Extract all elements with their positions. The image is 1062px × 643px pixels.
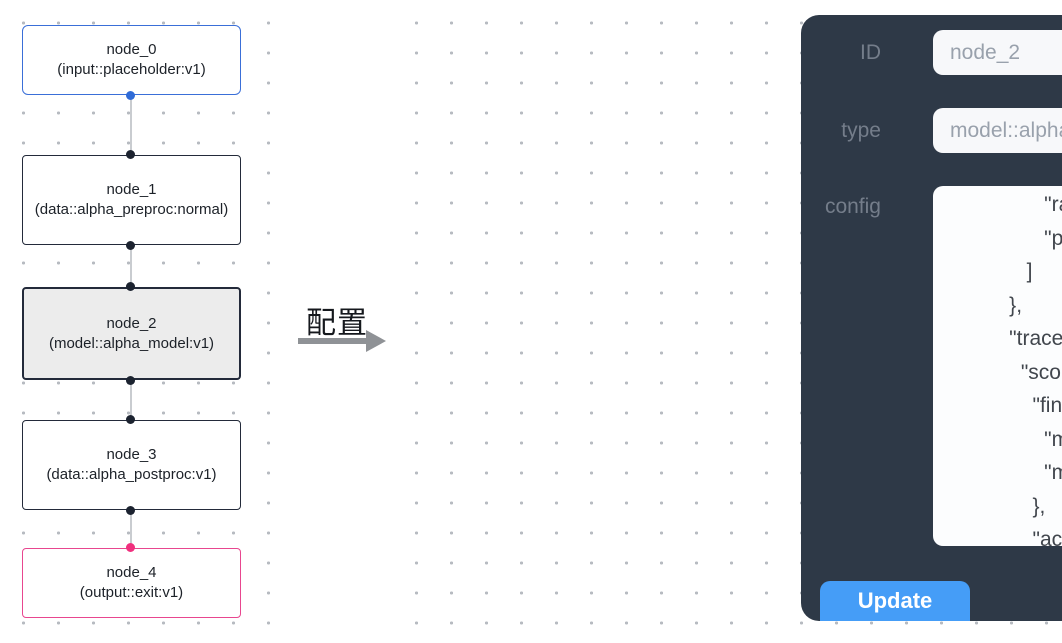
node-subtitle: (input::placeholder:v1) [57, 61, 206, 78]
connection-dot [126, 150, 135, 159]
graph-canvas: node_0 (input::placeholder:v1) node_1 (d… [0, 0, 270, 643]
arrow-icon [366, 330, 386, 352]
node-title: node_3 [106, 446, 157, 463]
id-input[interactable]: node_2 [933, 30, 1062, 75]
connection-dot [126, 282, 135, 291]
graph-node-0[interactable]: node_0 (input::placeholder:v1) [22, 25, 241, 95]
graph-node-3[interactable]: node_3 (data::alpha_postproc:v1) [22, 420, 241, 510]
type-input-value: model::alpha_model:v1 [950, 119, 1062, 142]
graph-node-4[interactable]: node_4 (output::exit:v1) [22, 548, 241, 618]
node-subtitle: (output::exit:v1) [79, 584, 184, 601]
id-field-label: ID [860, 41, 881, 64]
connection-dot [126, 543, 135, 552]
config-json-content: "raw_action", "pred" ] }, "trace": { "sc… [1009, 193, 1062, 546]
type-field-label: type [841, 119, 881, 142]
node-subtitle: (model::alpha_model:v1) [48, 334, 215, 352]
connection-dot [126, 415, 135, 424]
config-textarea[interactable]: "raw_action", "pred" ] }, "trace": { "sc… [933, 186, 1062, 546]
node-config-panel: ID node_2 type model::alpha_model:v1 con… [801, 15, 1062, 621]
transition-label: 配置 [306, 307, 368, 340]
arrow-icon [298, 338, 368, 344]
connection-dot [126, 241, 135, 250]
node-subtitle: (data::alpha_preproc:normal) [34, 201, 229, 218]
graph-node-2-selected[interactable]: node_2 (model::alpha_model:v1) [22, 287, 241, 380]
type-input[interactable]: model::alpha_model:v1 [933, 108, 1062, 153]
node-title: node_4 [106, 564, 157, 581]
connection-dot [126, 91, 135, 100]
panel-canvas: ID node_2 type model::alpha_model:v1 con… [393, 0, 1062, 643]
connection-dot [126, 376, 135, 385]
node-title: node_0 [106, 41, 157, 58]
node-title: node_1 [106, 181, 157, 198]
connection-dot [126, 506, 135, 515]
graph-node-1[interactable]: node_1 (data::alpha_preproc:normal) [22, 155, 241, 245]
node-title: node_2 [106, 314, 157, 332]
id-input-value: node_2 [950, 41, 1021, 64]
update-button[interactable]: Update [820, 581, 970, 621]
node-subtitle: (data::alpha_postproc:v1) [46, 466, 217, 483]
config-field-label: config [824, 195, 881, 218]
